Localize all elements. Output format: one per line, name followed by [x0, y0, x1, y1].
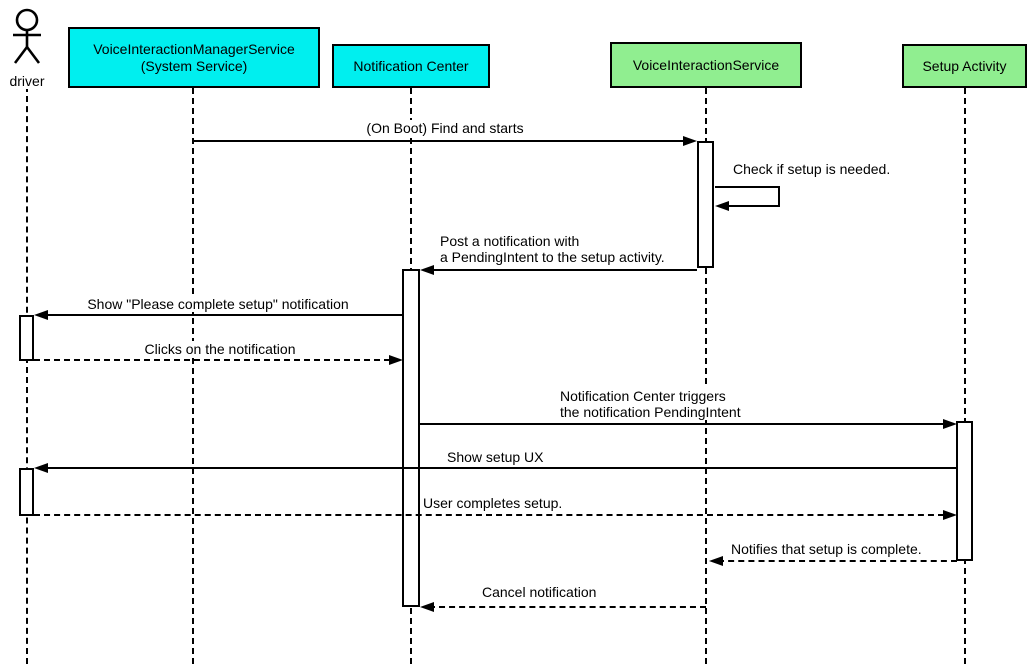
message-label-show-please-complete-setup: Show "Please complete setup" notificatio… — [84, 296, 352, 312]
participant-label: Notification Center — [353, 57, 469, 74]
activation-bar-notification-center — [402, 269, 420, 607]
participant-label: VoiceInteractionManagerService — [93, 40, 295, 57]
message-label-check-if-setup-is-needed: Check if setup is needed. — [730, 161, 894, 177]
message-line-show-please-complete-setup — [43, 314, 403, 316]
message-line-notification-center-triggers — [420, 423, 948, 425]
message-line-clicks-on-the-notification — [34, 359, 390, 361]
message-line-notifies-setup-complete — [718, 560, 957, 562]
message-label-notifies-setup-complete: Notifies that setup is complete. — [728, 541, 925, 557]
actor-driver: driver — [3, 6, 51, 89]
arrowhead-icon — [34, 463, 48, 473]
message-label-on-boot-find-and-starts: (On Boot) Find and starts — [363, 120, 527, 136]
participant-box-setup-activity: Setup Activity — [902, 44, 1027, 88]
message-label-show-setup-ux: Show setup UX — [444, 449, 547, 465]
arrowhead-icon — [420, 602, 434, 612]
message-label-post-a-notification: Post a notification with a PendingIntent… — [437, 233, 668, 265]
lifeline-voice-interaction-manager-service — [192, 88, 194, 664]
arrowhead-icon — [34, 310, 48, 320]
participant-label: Setup Activity — [922, 57, 1007, 74]
participant-box-voice-interaction-manager-service: VoiceInteractionManagerService (System S… — [68, 27, 320, 88]
message-label-cancel-notification: Cancel notification — [479, 584, 600, 600]
self-message-line-right — [778, 186, 780, 207]
participant-box-notification-center: Notification Center — [332, 44, 490, 88]
actor-label: driver — [3, 73, 51, 89]
self-message-line-bottom — [729, 205, 780, 207]
activation-bar-driver-2 — [19, 468, 34, 516]
message-label-user-completes-setup: User completes setup. — [420, 495, 566, 511]
arrowhead-icon — [683, 136, 697, 146]
lifeline-driver — [26, 86, 28, 664]
arrowhead-icon — [715, 201, 729, 211]
activation-bar-setup-activity — [956, 421, 973, 561]
arrowhead-icon — [389, 355, 403, 365]
arrowhead-icon — [943, 510, 957, 520]
person-icon — [13, 8, 41, 64]
message-line-show-setup-ux — [43, 467, 957, 469]
participant-label: VoiceInteractionService — [632, 56, 780, 73]
activation-bar-voice-interaction-service — [697, 141, 714, 268]
message-label-notification-center-triggers: Notification Center triggers the notific… — [557, 388, 744, 420]
participant-label-line2: (System Service) — [140, 57, 248, 74]
activation-bar-driver-1 — [19, 315, 34, 361]
message-line-cancel-notification — [429, 606, 706, 608]
message-line-post-a-notification — [429, 269, 697, 271]
message-label-clicks-on-the-notification: Clicks on the notification — [141, 341, 299, 357]
arrowhead-icon — [420, 265, 434, 275]
self-message-line-top — [715, 186, 780, 188]
message-line-user-completes-setup — [34, 514, 944, 516]
lifeline-voice-interaction-service — [705, 88, 707, 664]
arrowhead-icon — [943, 419, 957, 429]
lifeline-setup-activity — [964, 88, 966, 664]
participant-box-voice-interaction-service: VoiceInteractionService — [610, 42, 802, 88]
message-line-on-boot-find-and-starts — [193, 140, 684, 142]
arrowhead-icon — [709, 556, 723, 566]
